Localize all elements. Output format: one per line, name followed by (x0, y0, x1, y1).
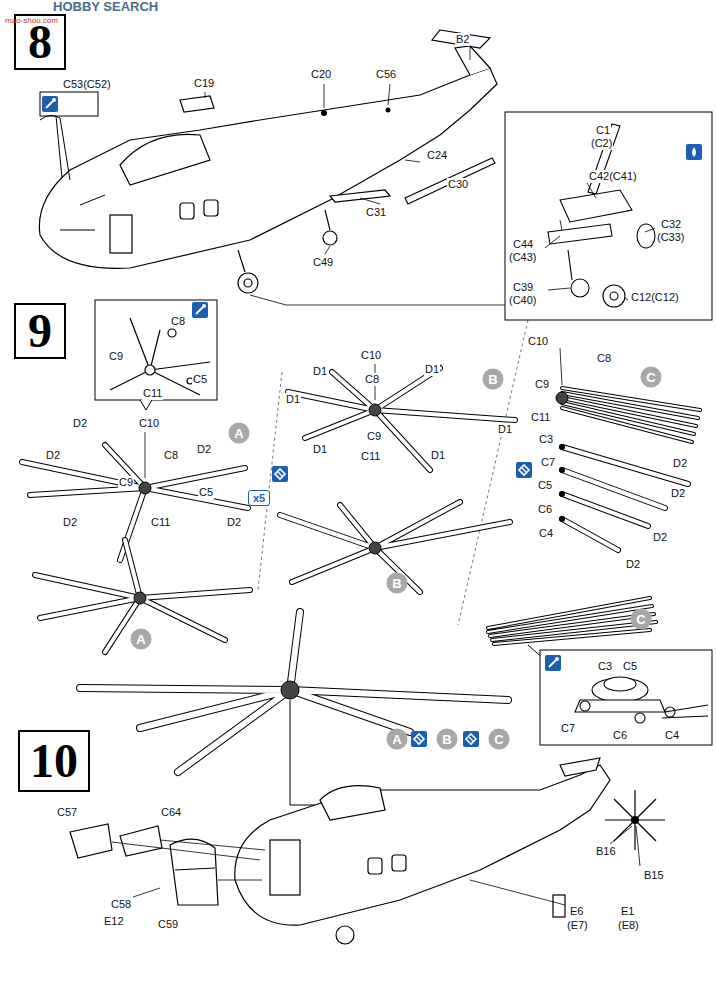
part-number: C4 (664, 729, 680, 742)
part-number: C12(C12) (630, 291, 680, 304)
part-number: (C40) (508, 294, 538, 307)
part-number: E1 (620, 905, 635, 918)
part-number: C8 (170, 315, 186, 328)
part-number: D1 (497, 423, 513, 436)
node-text: A (392, 732, 401, 747)
part-number: C6 (612, 729, 628, 742)
step-number-box: 10 (18, 730, 90, 792)
part-number: C1 (595, 124, 611, 137)
part-number: C5 (198, 486, 214, 499)
part-number: D1 (285, 393, 301, 406)
part-number: C42(C41) (588, 170, 638, 183)
part-number: C11 (142, 387, 163, 400)
part-number: D2 (72, 417, 88, 430)
step-number-box: 9 (14, 303, 66, 359)
part-number: C9 (108, 350, 124, 363)
node-text: C (646, 370, 655, 385)
quantity-tag: x5 (248, 490, 270, 506)
part-number: C5 (192, 373, 208, 386)
part-number: D1 (312, 443, 328, 456)
part-number: C5 (537, 479, 553, 492)
part-number: C39 (512, 281, 534, 294)
part-number: C19 (193, 77, 215, 90)
variant-circle: B (436, 728, 458, 750)
part-number: D2 (670, 487, 686, 500)
part-number: (E7) (566, 919, 589, 932)
node-text: C (636, 612, 645, 627)
part-number: C10 (138, 417, 160, 430)
part-number: D2 (625, 558, 641, 571)
part-number: C4 (538, 527, 554, 540)
node-text: B (488, 372, 497, 387)
part-number: C64 (160, 806, 182, 819)
part-number: C11 (150, 516, 171, 529)
part-number: C7 (540, 456, 556, 469)
part-number: C31 (365, 206, 387, 219)
variant-circle: A (386, 728, 408, 750)
part-number: E6 (569, 905, 584, 918)
node-text: x5 (253, 492, 265, 504)
part-number: B16 (595, 845, 617, 858)
part-number: C7 (560, 722, 576, 735)
node-text: A (234, 426, 243, 441)
part-number: D1 (430, 449, 446, 462)
variant-circle: B (386, 572, 408, 594)
part-number: (C43) (508, 251, 538, 264)
part-number: C10 (527, 335, 549, 348)
part-number: D2 (62, 516, 78, 529)
part-number: C32 (660, 218, 682, 231)
part-number: D2 (672, 457, 688, 470)
part-number: B15 (643, 869, 665, 882)
part-number: D1 (424, 363, 440, 376)
node-text: 9 (28, 306, 52, 356)
part-number: (C33) (656, 231, 686, 244)
variant-circle: C (488, 728, 510, 750)
part-number: C3 (597, 660, 613, 673)
variant-circle: B (482, 368, 504, 390)
part-number: C9 (366, 430, 382, 443)
part-number: D2 (652, 531, 668, 544)
part-number: C8 (163, 449, 179, 462)
node-text: A (136, 632, 145, 647)
node-text: C (494, 732, 503, 747)
part-number: (E8) (617, 919, 640, 932)
part-number: D1 (312, 365, 328, 378)
node-text: B (442, 732, 451, 747)
part-number: D2 (45, 449, 61, 462)
part-number: C30 (447, 178, 469, 191)
part-number: C6 (537, 503, 553, 516)
part-number: C11 (530, 411, 551, 424)
node-text: B (392, 576, 401, 591)
part-number: C49 (312, 256, 334, 269)
part-number: C20 (310, 68, 332, 81)
part-number: C8 (364, 373, 380, 386)
part-number: D2 (226, 516, 242, 529)
part-number: C59 (157, 918, 179, 931)
part-number: C9 (118, 476, 134, 489)
part-number: C56 (375, 68, 397, 81)
part-number: C9 (534, 378, 550, 391)
part-number: C24 (426, 149, 448, 162)
part-number: C11 (360, 450, 381, 463)
part-number: C57 (56, 806, 78, 819)
watermark: HOBBY SEARCH (52, 0, 159, 13)
variant-circle: A (228, 422, 250, 444)
variant-circle: A (130, 628, 152, 650)
variant-circle: C (630, 608, 652, 630)
part-number: C5 (622, 660, 638, 673)
part-number: D2 (196, 443, 212, 456)
part-number: C58 (110, 898, 132, 911)
part-number: C8 (596, 352, 612, 365)
part-number: C10 (360, 349, 382, 362)
part-number: (C2) (590, 137, 613, 150)
part-number: C3 (538, 433, 554, 446)
part-number: C44 (512, 238, 534, 251)
watermark: mao-shou.com (4, 16, 59, 25)
node-text: 10 (30, 736, 78, 786)
part-number: B2 (455, 33, 470, 46)
part-number: E12 (103, 915, 125, 928)
variant-circle: C (640, 366, 662, 388)
part-number: C53(C52) (62, 78, 112, 91)
